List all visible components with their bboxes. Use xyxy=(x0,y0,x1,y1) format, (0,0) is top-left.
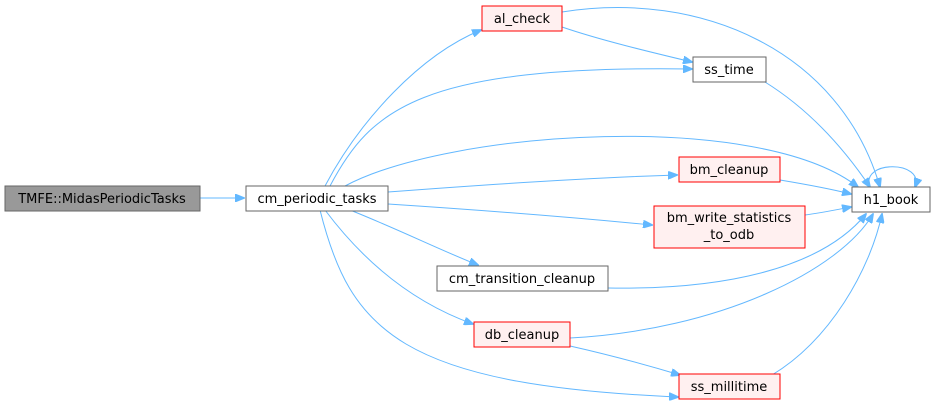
node-label-bm-write-statistics-line2: _to_odb xyxy=(703,228,755,243)
node-label-al-check: al_check xyxy=(494,12,551,27)
edge-cm-periodic-tasks-to-bm-write-statistics xyxy=(387,203,652,225)
edge-cm-periodic-tasks-to-cm-transition-cleanup xyxy=(349,209,478,265)
node-tmfe-midas-periodic-tasks[interactable]: TMFE::MidasPeriodicTasks xyxy=(4,185,201,212)
edge-ss-millitime-to-h1-book xyxy=(771,214,882,376)
node-bm-cleanup[interactable]: bm_cleanup xyxy=(678,156,781,183)
node-ss-millitime[interactable]: ss_millitime xyxy=(678,373,781,400)
node-cm-transition-cleanup[interactable]: cm_transition_cleanup xyxy=(436,265,609,292)
node-cm-periodic-tasks[interactable]: cm_periodic_tasks xyxy=(245,185,389,212)
edge-bm-write-statistics-to-h1-book xyxy=(804,207,851,216)
node-label-tmfe-midas-periodic-tasks: TMFE::MidasPeriodicTasks xyxy=(17,192,186,207)
node-ss-time[interactable]: ss_time xyxy=(692,56,767,83)
edge-cm-periodic-tasks-to-db-cleanup xyxy=(324,209,473,324)
node-db-cleanup[interactable]: db_cleanup xyxy=(473,321,571,348)
edge-h1-book-self-loop xyxy=(868,166,916,187)
node-label-bm-write-statistics-line1: bm_write_statistics xyxy=(667,211,792,226)
node-al-check[interactable]: al_check xyxy=(481,5,563,32)
edge-cm-periodic-tasks-to-ss-millitime xyxy=(319,209,678,397)
node-label-cm-transition-cleanup: cm_transition_cleanup xyxy=(449,272,595,287)
edge-cm-periodic-tasks-to-h1-book xyxy=(344,135,858,187)
edge-al-check-to-ss-time xyxy=(561,26,692,62)
node-label-bm-cleanup: bm_cleanup xyxy=(690,163,769,178)
node-h1-book[interactable]: h1_book xyxy=(851,186,931,213)
edge-cm-transition-cleanup-to-h1-book xyxy=(607,214,866,289)
node-label-ss-time: ss_time xyxy=(704,63,753,78)
edge-al-check-to-h1-book xyxy=(561,7,880,187)
edge-db-cleanup-to-ss-millitime xyxy=(569,345,680,375)
edge-bm-cleanup-to-h1-book xyxy=(779,179,851,194)
node-label-cm-periodic-tasks: cm_periodic_tasks xyxy=(257,192,376,207)
node-bm-write-statistics-to-odb[interactable]: bm_write_statistics _to_odb xyxy=(653,205,806,249)
edge-cm-periodic-tasks-to-bm-cleanup xyxy=(387,175,677,193)
edge-cm-periodic-tasks-to-ss-time xyxy=(329,69,692,187)
edge-ss-time-to-h1-book xyxy=(764,81,870,187)
edge-cm-periodic-tasks-to-al-check xyxy=(324,30,481,187)
edge-db-cleanup-to-h1-book xyxy=(569,214,873,339)
node-label-db-cleanup: db_cleanup xyxy=(485,328,559,343)
node-label-ss-millitime: ss_millitime xyxy=(691,380,768,395)
node-label-h1-book: h1_book xyxy=(864,193,919,208)
